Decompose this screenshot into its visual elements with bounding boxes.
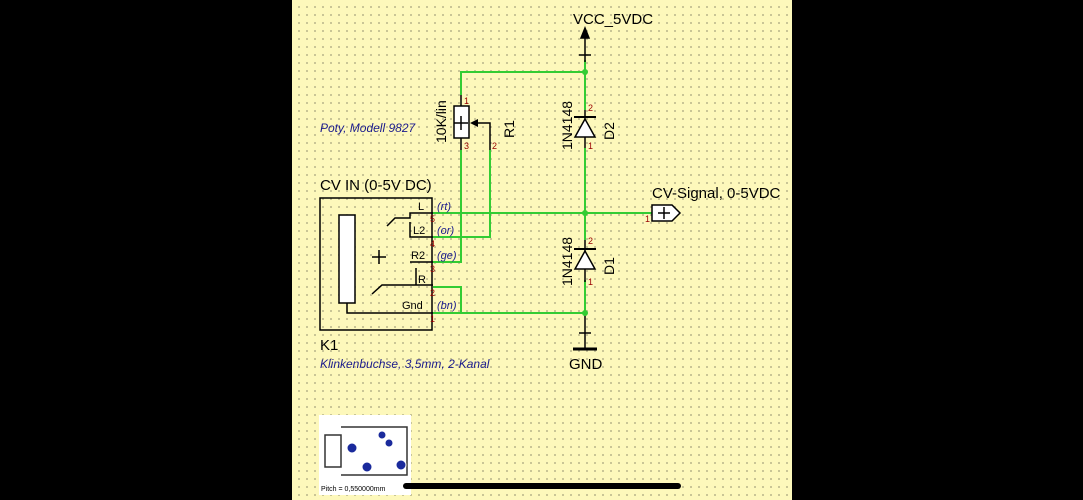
junction-signal: [582, 210, 588, 216]
gnd-label: GND: [569, 356, 603, 373]
pot-model-label: Poty, Modell 9827: [320, 121, 416, 135]
jack-l2-contact: [409, 222, 433, 238]
jack-pin-name-l: L: [418, 201, 424, 213]
wires: [433, 60, 647, 314]
jack-description: Klinkenbuchse, 3,5mm, 2-Kanal: [320, 357, 490, 371]
footprint-pad-1: [346, 442, 358, 454]
junctions: [582, 69, 588, 316]
cv-output-connector: [637, 204, 682, 222]
cv-signal-label: CV-Signal, 0-5VDC: [652, 185, 781, 202]
wire-pot-bottom: [433, 150, 462, 263]
d2-pin-bottom: 1: [588, 141, 593, 151]
jack-pin-name-r2: R2: [411, 250, 425, 262]
footprint-pad-3: [384, 438, 394, 448]
pitch-label: Pitch = 0,550000mm: [321, 486, 386, 493]
d1-triangle: [573, 249, 597, 270]
jack-pin-num-l2: 4: [430, 239, 435, 249]
jack-k1: [319, 197, 433, 331]
jack-pin-name-l2: L2: [413, 225, 425, 237]
jack-sleeve-contact: [346, 303, 433, 314]
wire-pot-top: [460, 71, 585, 95]
schematic-canvas: VCC_5VDC GND 1 3 2 10K/lin R1 Poty, Mode…: [319, 11, 781, 373]
vcc-label: VCC_5VDC: [573, 11, 653, 28]
d1-pin-top: 2: [588, 236, 593, 246]
pcb-footprint-canvas: Pitch = 0,550000mm: [321, 426, 408, 493]
footprint-outline: [341, 426, 408, 476]
jack-tip-spring: [386, 212, 433, 227]
diode-d2: [573, 110, 597, 148]
jack-pin-color-l2: (or): [437, 225, 454, 237]
jack-title: CV IN (0-5V DC): [320, 177, 432, 194]
footprint-barrel: [324, 434, 342, 468]
pot-ref-label: R1: [501, 120, 517, 138]
d1-pin-bottom: 1: [588, 277, 593, 287]
wire-jack-gnd: [433, 286, 585, 314]
d2-triangle: [573, 117, 597, 138]
d2-ref-label: D2: [601, 122, 617, 140]
d1-ref-label: D1: [601, 257, 617, 275]
d1-part-label: 1N4148: [559, 237, 575, 286]
potentiometer-r1: [453, 95, 491, 150]
footprint-pad-5: [395, 459, 407, 471]
jack-pin-name-gnd: Gnd: [402, 300, 423, 312]
jack-pin-color-l: (rt): [437, 201, 451, 213]
junction-gnd: [582, 310, 588, 316]
jack-pin-num-r: 2: [430, 288, 435, 298]
home-indicator[interactable]: [403, 483, 681, 489]
jack-pin-num-gnd: 1: [430, 314, 435, 324]
pot-pin-wiper: 2: [492, 141, 497, 151]
jack-pin-name-r: R: [418, 274, 426, 286]
cv-pin-number: 1: [645, 214, 650, 224]
pot-wiper-line: [476, 122, 491, 150]
footprint-pad-2: [377, 430, 387, 440]
vcc-symbol: [579, 25, 591, 62]
jack-pin-num-r2: 3: [430, 264, 435, 274]
pot-wiper-arrow-icon: [470, 119, 478, 127]
jack-ref: K1: [320, 337, 338, 354]
junction-vcc: [582, 69, 588, 75]
jack-outline: [319, 197, 433, 331]
pcb-footprint-preview: Pitch = 0,550000mm: [319, 415, 411, 495]
d2-part-label: 1N4148: [559, 101, 575, 150]
pot-pin-top: 1: [464, 96, 469, 106]
jack-pin-color-gnd: (bn): [437, 300, 457, 312]
pot-value-label: 10K/lin: [433, 100, 449, 143]
d2-pin-top: 2: [588, 103, 593, 113]
wire-pot-wiper: [433, 150, 491, 238]
diode-d1: [573, 240, 597, 282]
jack-pin-color-r2: (ge): [437, 250, 457, 262]
jack-sleeve: [338, 214, 356, 304]
jack-ring-spring: [371, 284, 433, 295]
footprint-pad-4: [361, 461, 373, 473]
jack-pin-num-l: 5: [430, 214, 435, 224]
gnd-symbol: [573, 313, 597, 351]
pot-pin-bottom: 3: [464, 141, 469, 151]
